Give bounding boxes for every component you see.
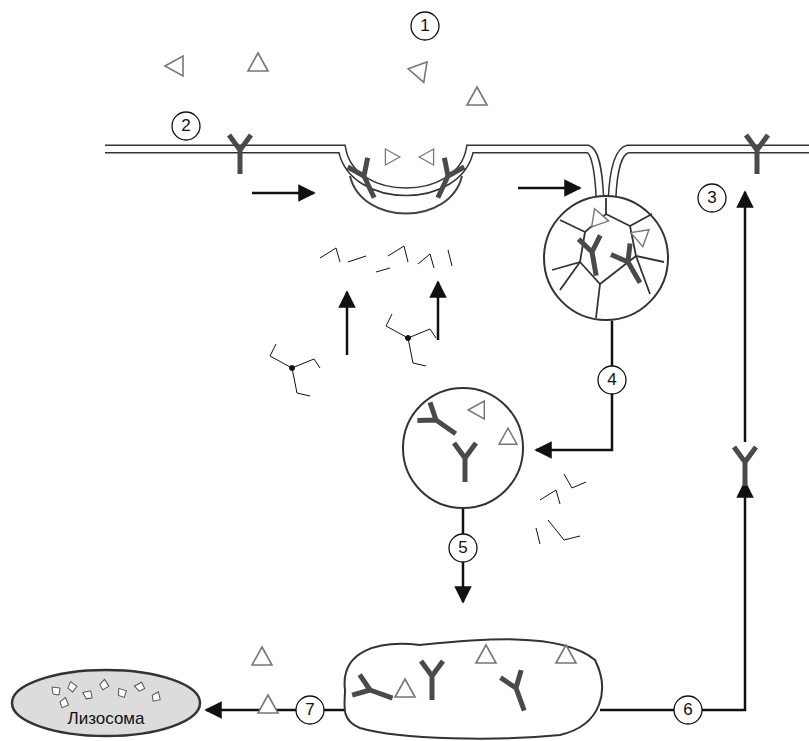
callout-number: 1 <box>411 12 439 40</box>
ligand <box>258 695 278 713</box>
endosome <box>344 639 602 738</box>
lysosome: Лизосома <box>10 668 202 738</box>
callout-number: 6 <box>674 696 702 724</box>
coated-vesicle <box>544 196 668 320</box>
callout-number: 2 <box>172 112 200 140</box>
clathrin <box>270 246 586 544</box>
callout-number: 3 <box>698 184 726 212</box>
receptor <box>734 447 756 486</box>
callout-circle <box>172 12 726 724</box>
flow-arrow <box>252 188 580 355</box>
callout-number: 7 <box>296 696 324 724</box>
uncoated-vesicle <box>403 388 523 508</box>
ligand <box>252 647 272 665</box>
pathway-line <box>206 192 745 710</box>
cell-membrane <box>105 149 809 214</box>
organelle-name: Лизосома <box>68 709 145 729</box>
receptor <box>229 135 768 202</box>
callout-number: 4 <box>598 366 626 394</box>
ligand <box>165 53 487 165</box>
callout-number: 5 <box>449 534 477 562</box>
